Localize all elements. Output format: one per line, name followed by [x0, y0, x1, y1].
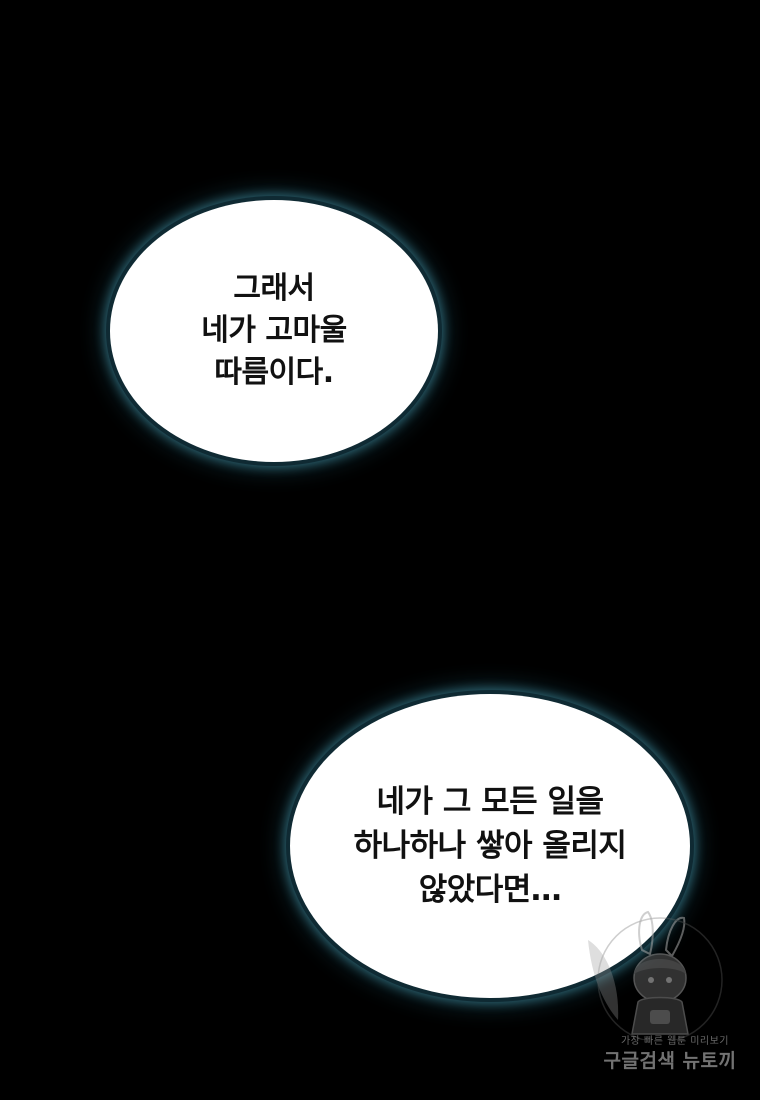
bubble-1-line-1: 그래서	[233, 271, 315, 306]
watermark: 가장 빠른 웹툰 미리보기 구글검색 뉴토끼	[580, 910, 760, 1090]
watermark-tagline: 가장 빠른 웹툰 미리보기	[620, 1036, 730, 1047]
bubble-2-line-3: 않았다면…	[418, 872, 562, 908]
speech-bubble-1: 그래서 네가 고마울 따름이다.	[110, 200, 438, 462]
bunny-mascot-icon	[588, 910, 723, 1040]
bubble-2-line-2: 하나하나 쌓아 올리지	[353, 828, 627, 864]
bubble-1-line-2: 네가 고마울	[201, 313, 347, 348]
watermark-brand: 구글검색 뉴토끼	[603, 1050, 737, 1072]
bubble-2-line-1: 네가 그 모든 일을	[376, 784, 604, 820]
bubble-1-line-3: 따름이다.	[214, 355, 334, 390]
speech-bubble-2: 네가 그 모든 일을 하나하나 쌓아 올리지 않았다면…	[290, 694, 690, 998]
